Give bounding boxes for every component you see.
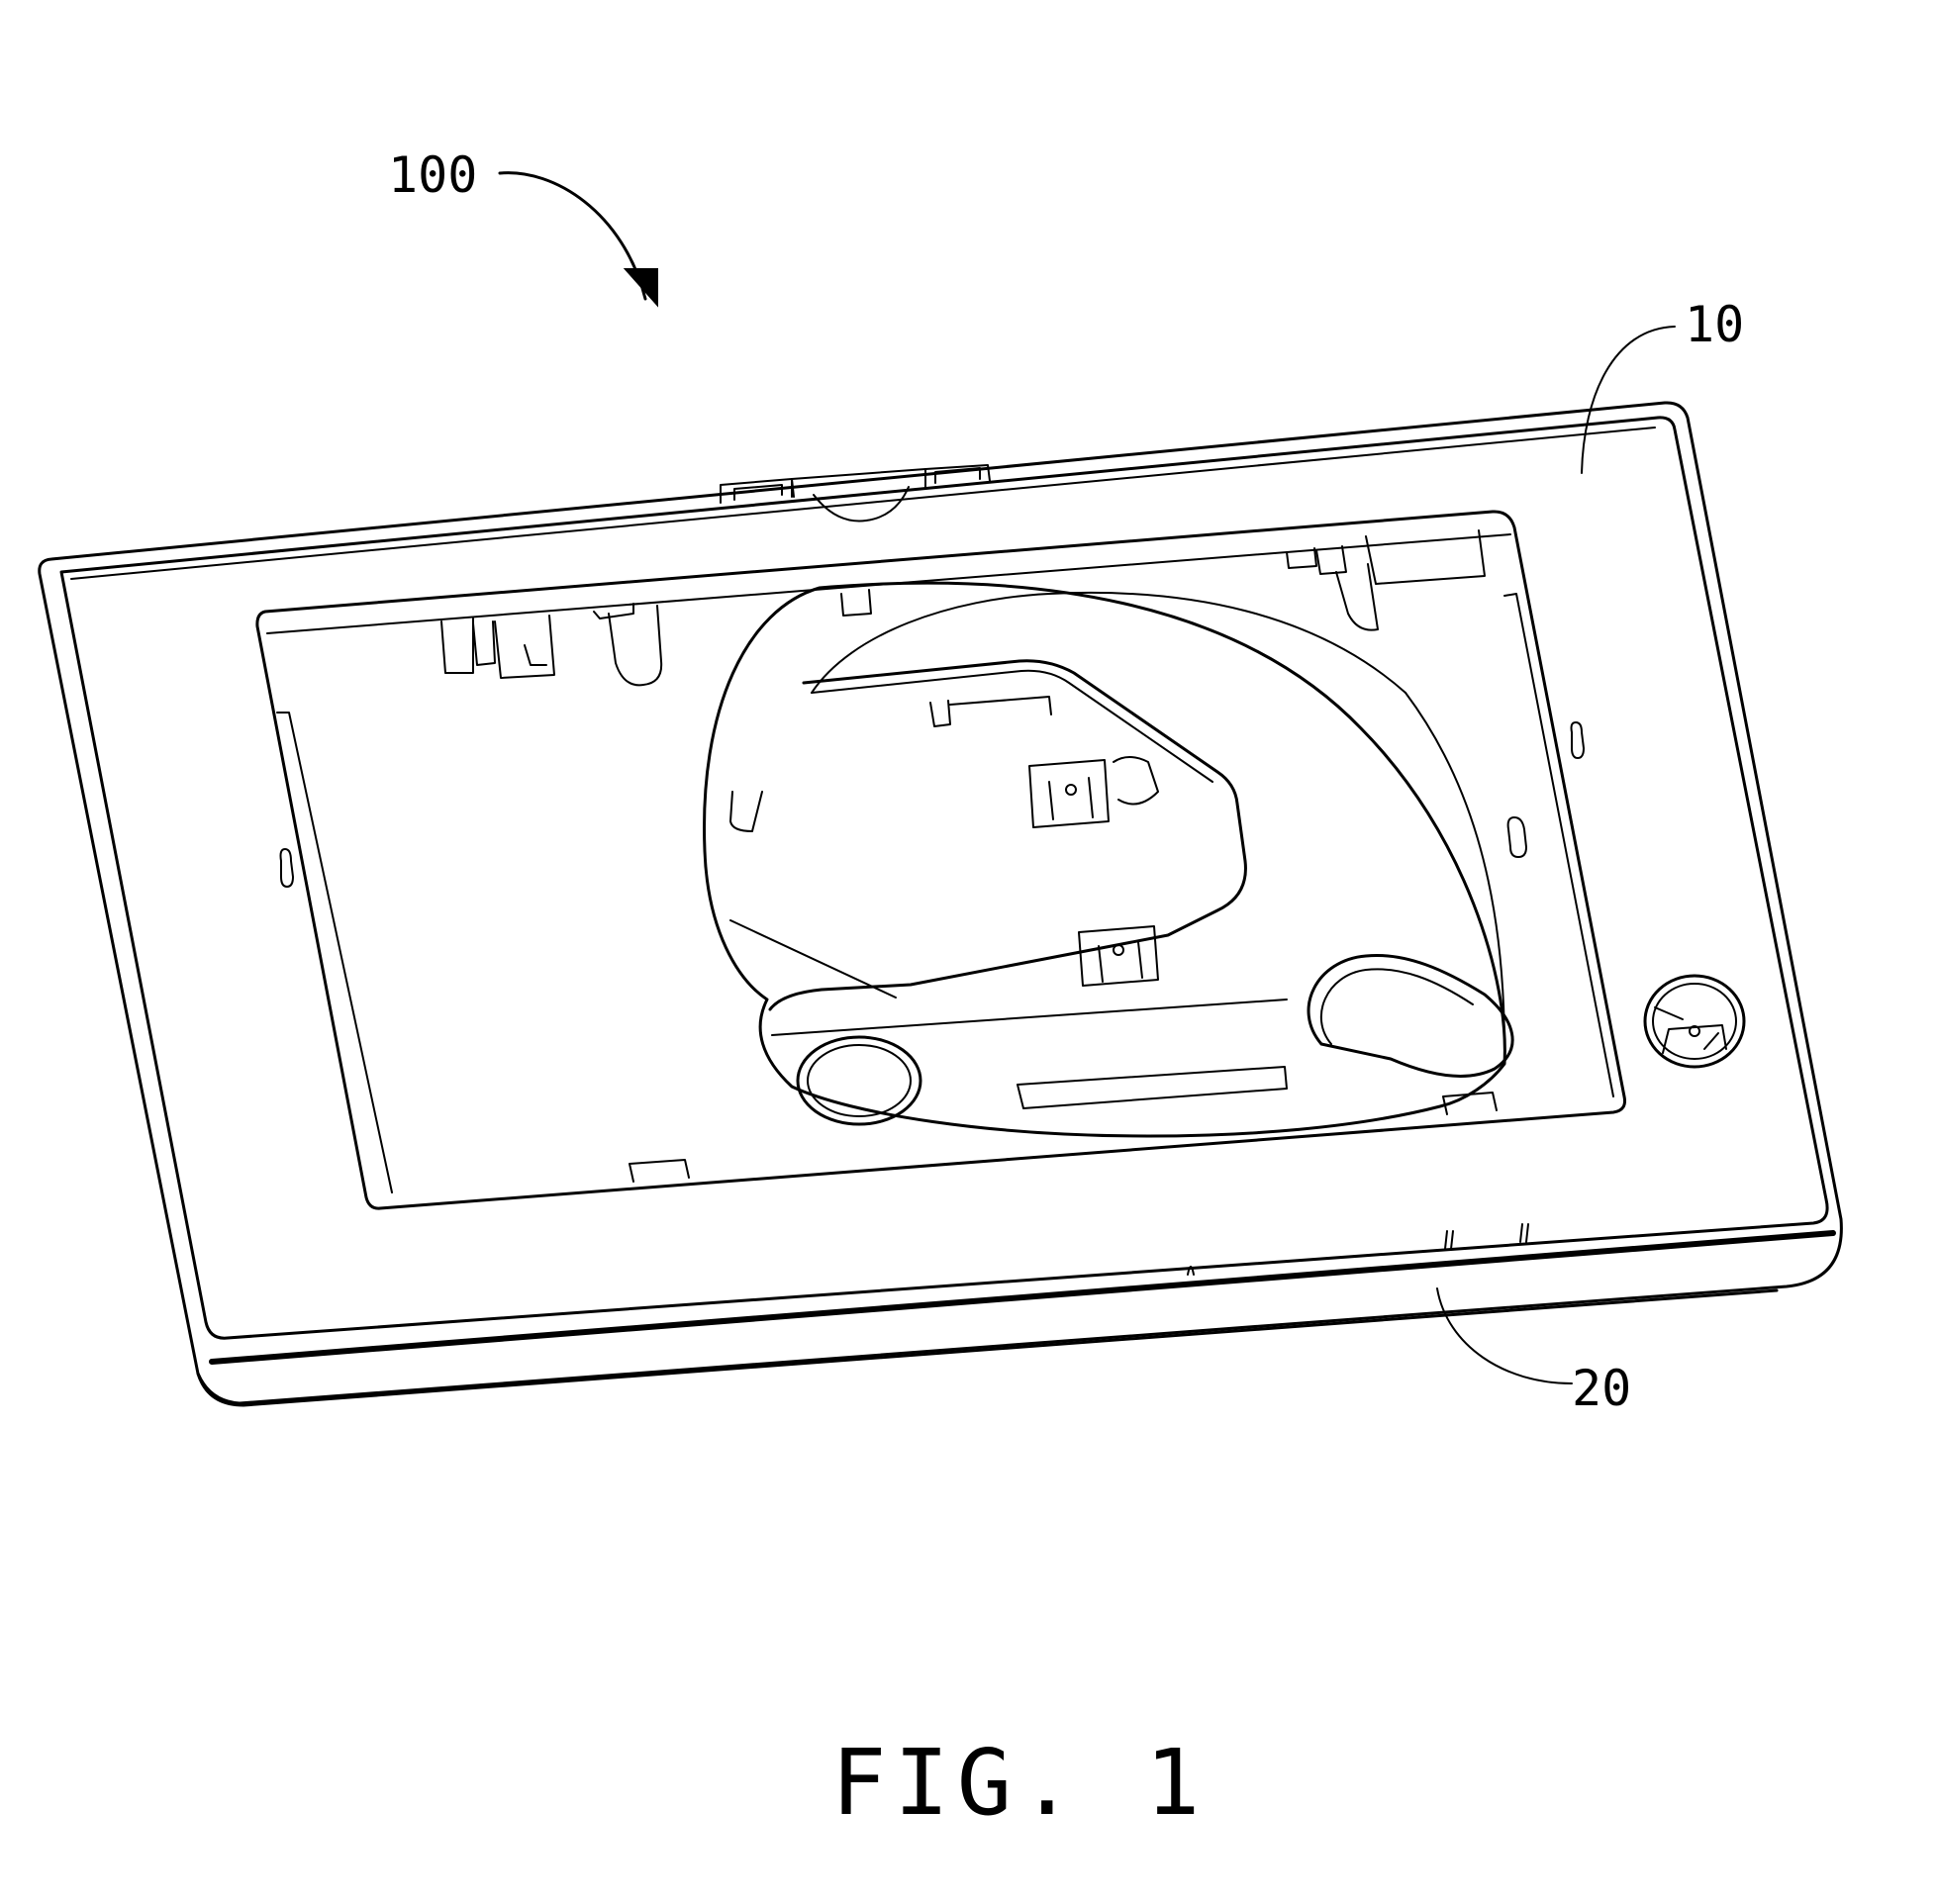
disc-recess [705, 583, 1526, 1136]
ref-numeral-10: 10 [1685, 296, 1744, 353]
ref-numeral-100: 100 [388, 146, 477, 204]
figure-caption: FIG. 1 [831, 1730, 1208, 1836]
ref-numeral-20: 20 [1572, 1360, 1631, 1417]
inner-opening [257, 512, 1625, 1208]
screw-boss [1645, 976, 1744, 1067]
leader-100-arrowhead [626, 269, 657, 305]
leader-lines [500, 173, 1675, 1383]
leader-20 [1437, 1288, 1572, 1383]
leader-10 [1582, 327, 1675, 473]
leader-100 [500, 173, 645, 299]
